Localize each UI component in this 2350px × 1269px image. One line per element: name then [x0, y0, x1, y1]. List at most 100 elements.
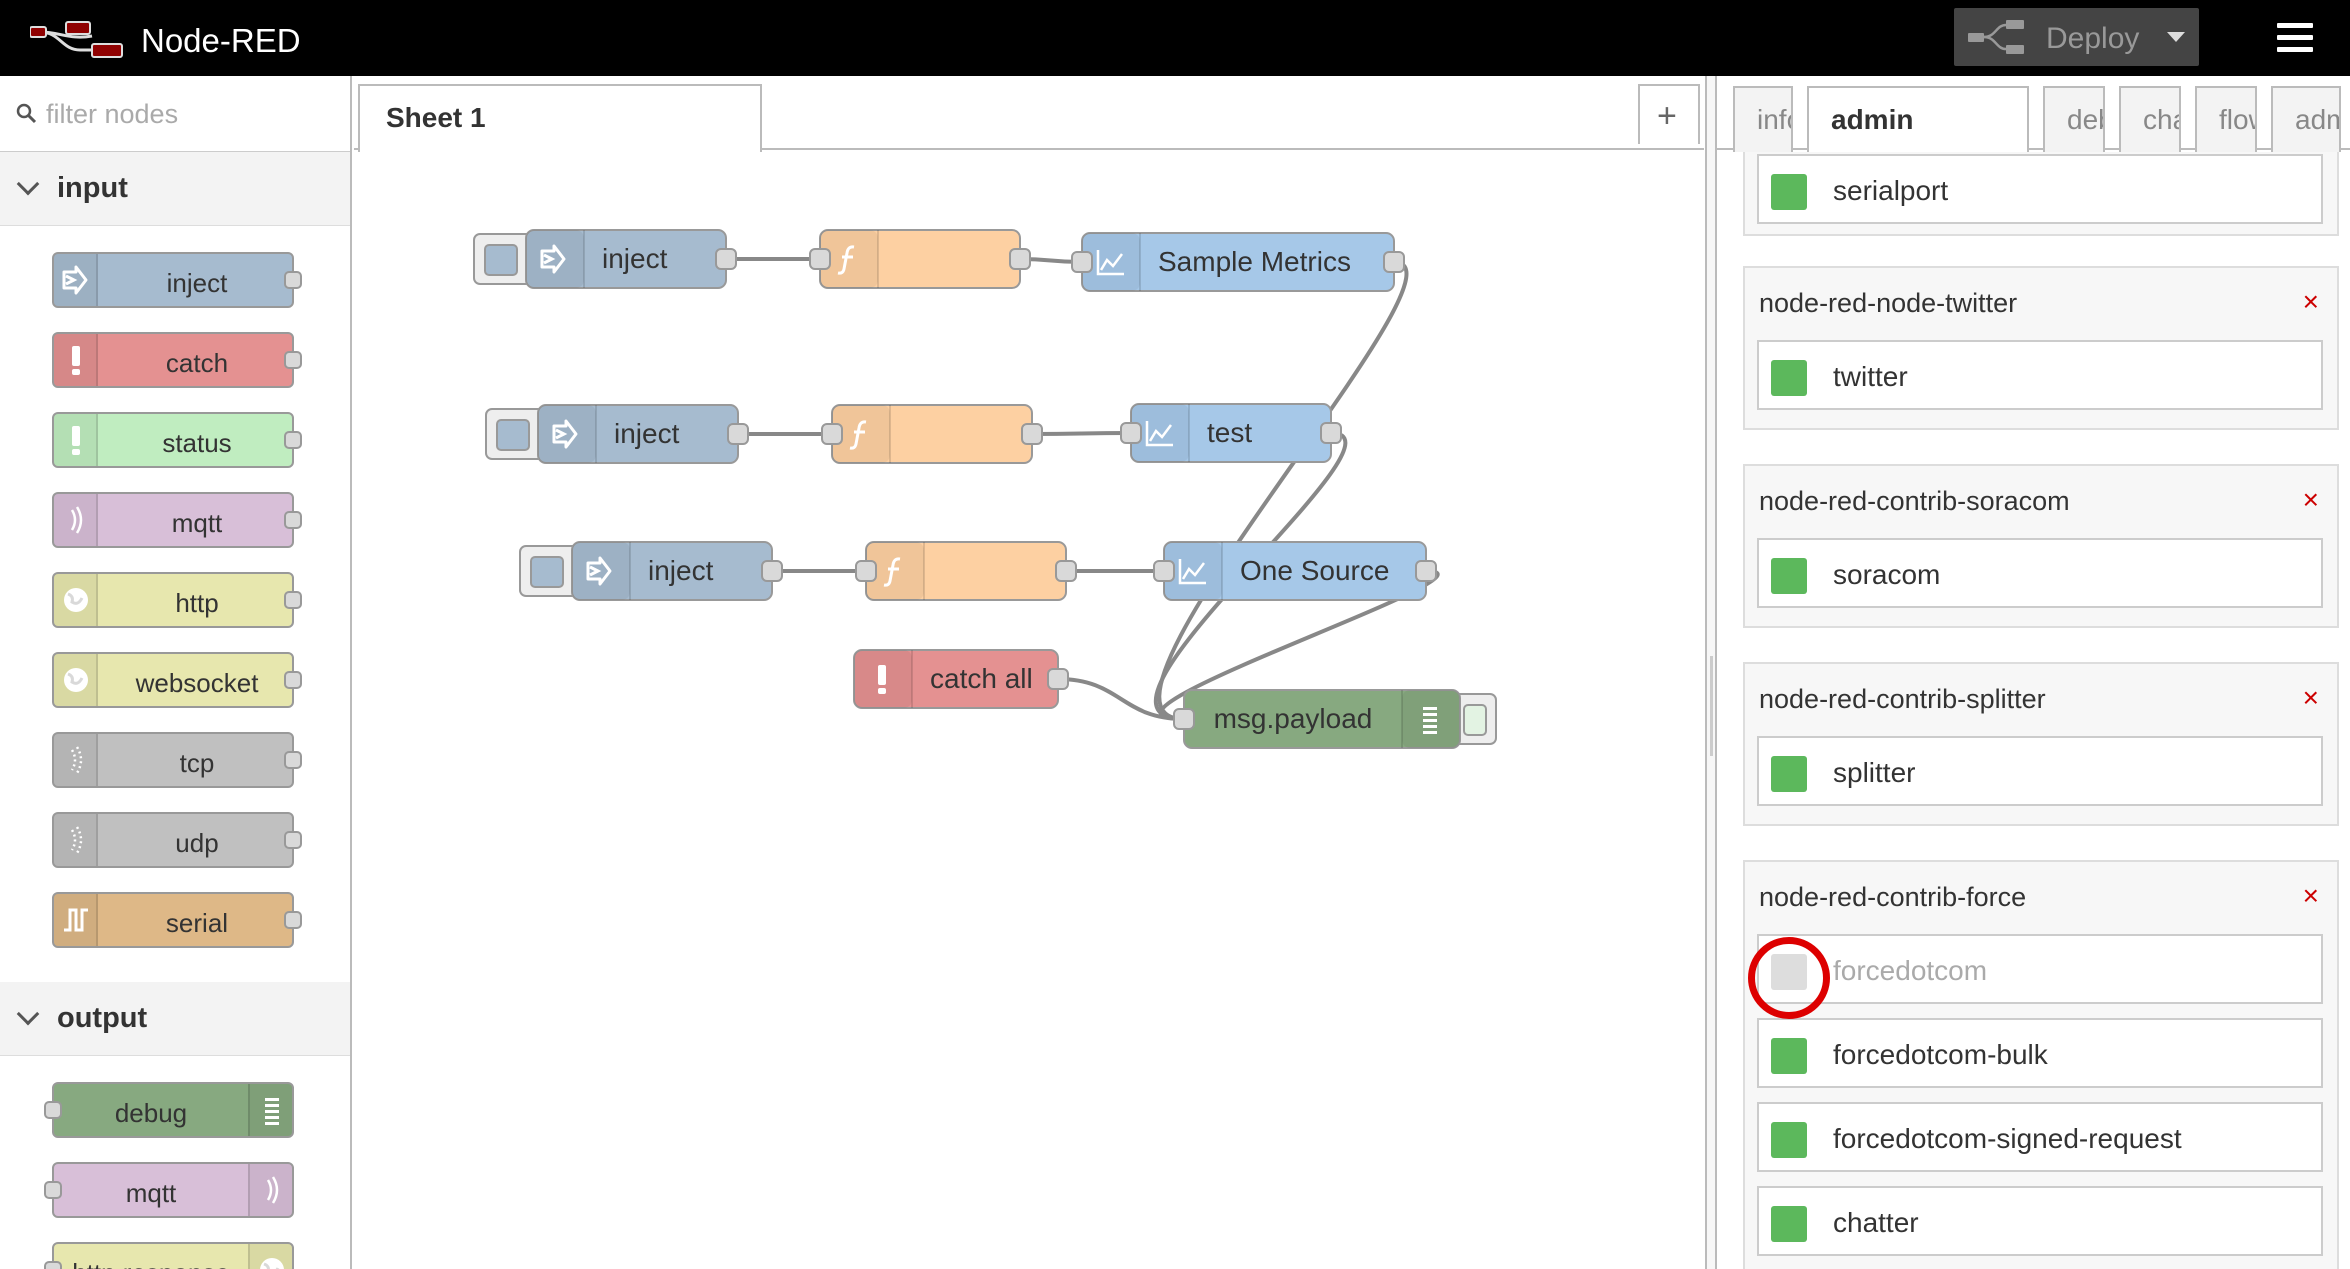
chevron-down-icon	[16, 1002, 40, 1026]
flow-node-chart[interactable]: test	[1120, 403, 1342, 463]
alert-icon	[54, 414, 98, 466]
flow-node-inject[interactable]: inject	[473, 229, 737, 289]
node-port[interactable]	[821, 423, 843, 445]
palette-node-inject[interactable]: inject	[52, 252, 302, 308]
flow-node-chart[interactable]: One Source	[1153, 541, 1437, 601]
flow-node-function[interactable]	[821, 404, 1043, 464]
debug-icon	[1423, 707, 1437, 734]
node-red-logo-icon	[30, 21, 123, 58]
chevron-down-icon[interactable]	[2167, 32, 2185, 42]
module-node-red-contrib-force: node-red-contrib-force× forcedotcom forc…	[1743, 860, 2339, 1269]
node-port	[284, 751, 302, 769]
flow-node-debug[interactable]: msg.payload	[1173, 689, 1497, 749]
palette-node-label: websocket	[135, 668, 259, 698]
flow-node-function[interactable]	[809, 229, 1031, 289]
node-port[interactable]	[1071, 251, 1093, 273]
node-port[interactable]	[1055, 560, 1077, 582]
flow-node-chart[interactable]: Sample Metrics	[1071, 232, 1405, 292]
node-palette: input inject catch status mqtt http webs…	[0, 76, 352, 1269]
node-port[interactable]	[761, 560, 783, 582]
flow-node-catch[interactable]: catch all	[853, 649, 1069, 709]
palette-category-input[interactable]: input	[0, 152, 350, 226]
sidebar-tab-chart[interactable]: chart	[2119, 86, 2181, 152]
sidebar-tab-debug[interactable]: debug	[2043, 86, 2105, 152]
node-port	[284, 831, 302, 849]
node-port	[284, 671, 302, 689]
palette-node-status[interactable]: status	[52, 412, 302, 468]
flow-node-inject[interactable]: inject	[519, 541, 783, 601]
palette-node-debug[interactable]: debug	[44, 1082, 294, 1138]
sidebar-splitter[interactable]	[1705, 76, 1717, 1269]
module-name: node-red-contrib-splitter	[1759, 684, 2046, 714]
hamburger-menu-icon[interactable]	[2275, 18, 2315, 58]
flow-wire[interactable]	[1057, 677, 1185, 721]
module-node-red-contrib-soracom: node-red-contrib-soracom× soracom	[1743, 464, 2339, 628]
palette-node-websocket[interactable]: websocket	[52, 652, 302, 708]
flow-node-inject[interactable]: inject	[485, 404, 749, 464]
node-set-row: serialport	[1757, 154, 2323, 224]
chart-icon	[1145, 421, 1173, 447]
remove-module-icon[interactable]: ×	[2302, 682, 2319, 713]
palette-node-http-response[interactable]: http response	[44, 1242, 294, 1269]
workspace-tabs-bar: Sheet 1 +	[354, 76, 1704, 152]
sidebar-tab-admin[interactable]: admin	[2271, 86, 2341, 152]
remove-module-icon[interactable]: ×	[2302, 286, 2319, 317]
node-set-row: chatter	[1757, 1186, 2323, 1256]
sidebar-tab-label: debug	[2067, 104, 2103, 135]
palette-node-tcp[interactable]: tcp	[52, 732, 302, 788]
palette-node-serial[interactable]: serial	[52, 892, 302, 948]
node-port[interactable]	[1047, 668, 1069, 690]
palette-node-udp[interactable]: udp	[52, 812, 302, 868]
palette-node-label: debug	[114, 1098, 188, 1128]
node-set-toggle[interactable]	[1771, 756, 1807, 792]
node-port[interactable]	[1120, 422, 1142, 444]
sidebar-tab-label: admin	[2295, 104, 2339, 135]
palette-category-output[interactable]: output	[0, 982, 350, 1056]
node-port[interactable]	[809, 248, 831, 270]
flow-node-function[interactable]	[855, 541, 1077, 601]
flow-wire[interactable]	[1157, 260, 1409, 721]
node-set-toggle[interactable]	[1771, 558, 1807, 594]
palette-node-mqtt[interactable]: mqtt	[44, 1162, 294, 1218]
node-set-toggle[interactable]	[1771, 174, 1807, 210]
node-port[interactable]	[1320, 422, 1342, 444]
deploy-button[interactable]: Deploy	[1954, 8, 2199, 66]
sidebar-tab-flow[interactable]: flow	[2195, 86, 2257, 152]
palette-node-http[interactable]: http	[52, 572, 302, 628]
sidebar-tab-admin[interactable]: admin	[1807, 86, 2029, 152]
node-port[interactable]	[1415, 560, 1437, 582]
node-set-toggle[interactable]	[1771, 1122, 1807, 1158]
tab-sheet-1[interactable]: Sheet 1	[358, 84, 762, 152]
node-port[interactable]	[1009, 248, 1031, 270]
add-tab-button[interactable]: +	[1638, 84, 1700, 144]
debug-icon	[248, 1084, 292, 1136]
flow-wire[interactable]	[1031, 431, 1132, 436]
node-set-toggle[interactable]	[1771, 360, 1807, 396]
palette-node-label: mqtt	[171, 508, 223, 538]
node-port[interactable]	[1173, 708, 1195, 730]
sidebar-tab-info[interactable]: info	[1733, 86, 1793, 152]
node-port	[284, 351, 302, 369]
node-set-row: soracom	[1757, 538, 2323, 608]
node-set-toggle[interactable]	[1771, 1038, 1807, 1074]
node-port[interactable]	[727, 423, 749, 445]
node-port[interactable]	[715, 248, 737, 270]
globe-icon	[54, 654, 98, 706]
module-serialport: serialport	[1743, 152, 2339, 236]
inject-icon	[552, 419, 578, 449]
flow-node-label: inject	[614, 418, 680, 449]
palette-node-mqtt[interactable]: mqtt	[52, 492, 302, 548]
deploy-label: Deploy	[2046, 22, 2140, 55]
remove-module-icon[interactable]: ×	[2302, 484, 2319, 515]
chart-icon	[1096, 250, 1124, 276]
node-port[interactable]	[855, 560, 877, 582]
node-port[interactable]	[1153, 560, 1175, 582]
node-port[interactable]	[1383, 251, 1405, 273]
node-set-toggle[interactable]	[1771, 1206, 1807, 1242]
node-set-label: splitter	[1833, 757, 1916, 788]
node-port[interactable]	[1021, 423, 1043, 445]
search-input[interactable]	[44, 94, 334, 134]
remove-module-icon[interactable]: ×	[2302, 880, 2319, 911]
palette-node-catch[interactable]: catch	[52, 332, 302, 388]
